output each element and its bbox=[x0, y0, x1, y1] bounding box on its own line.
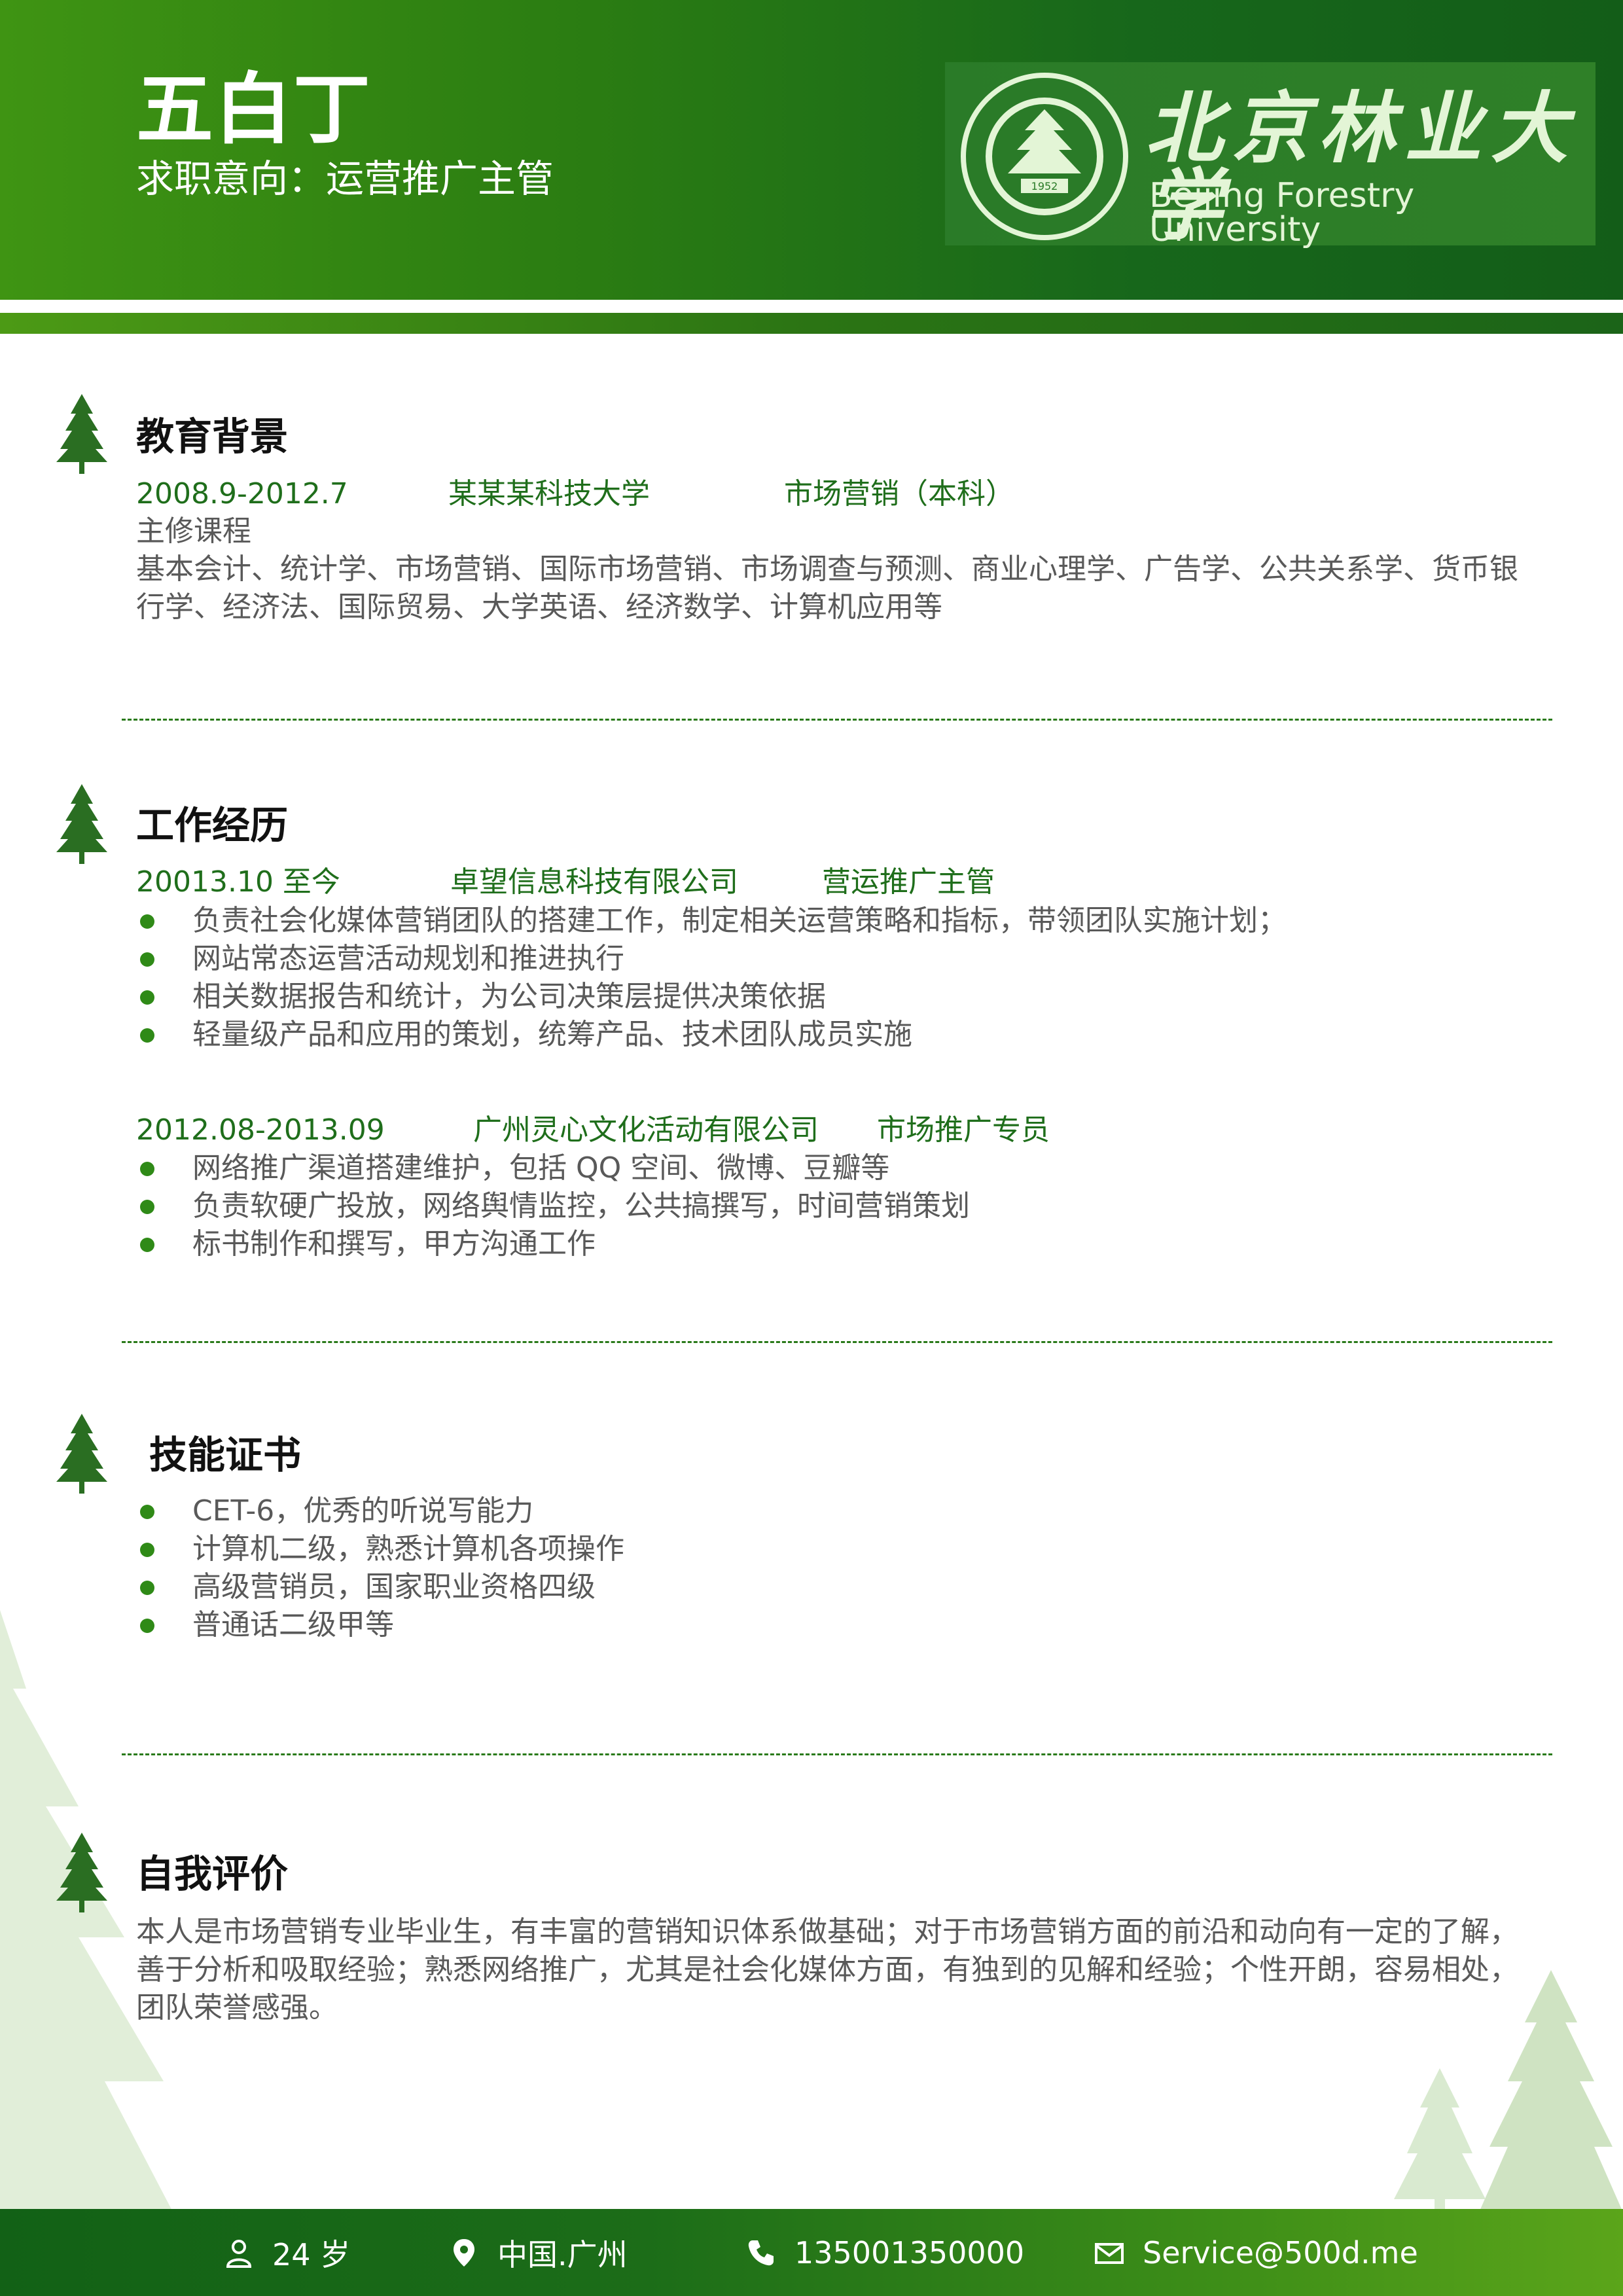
self-eval-title: 自我评价 bbox=[136, 1852, 289, 1896]
job-duties-list: 负责社会化媒体营销团队的搭建工作，制定相关运营策略和指标，带领团队实施计划； 网… bbox=[137, 902, 1287, 1054]
background-pine-tree-icon bbox=[0, 1610, 183, 2232]
contact-phone: 135001350000 bbox=[746, 2209, 1024, 2296]
job-company: 卓望信息科技有限公司 bbox=[450, 865, 738, 899]
work-title: 工作经历 bbox=[136, 803, 289, 848]
job-position: 市场推广专员 bbox=[877, 1113, 1050, 1147]
email-text[interactable]: Service@500d.me bbox=[1143, 2234, 1418, 2270]
background-pine-trees-icon bbox=[1394, 1970, 1623, 2245]
section-divider bbox=[122, 719, 1552, 721]
job-intent: 求职意向：运营推广主管 bbox=[136, 156, 554, 201]
self-eval-line-2: 善于分析和吸取经验；熟悉网络推广，尤其是社会化媒体方面，有独到的见解和经验；个性… bbox=[136, 1953, 1518, 1986]
pine-tree-icon bbox=[56, 1833, 107, 1912]
university-logo: 1952 北京林业大学 Beijing Forestry University bbox=[945, 62, 1596, 251]
skills-list: CET-6，优秀的听说写能力 计算机二级，熟悉计算机各项操作 高级营销员，国家职… bbox=[137, 1492, 624, 1644]
courses-line-1: 基本会计、统计学、市场营销、国际市场营销、市场调查与预测、商业心理学、广告学、公… bbox=[136, 552, 1518, 586]
self-eval-line-1: 本人是市场营销专业毕业生，有丰富的营销知识体系做基础；对于市场营销方面的前沿和动… bbox=[136, 1915, 1518, 1948]
list-item: 高级营销员，国家职业资格四级 bbox=[137, 1568, 624, 1606]
contact-location: 中国.广州 bbox=[449, 2209, 628, 2296]
list-item: 网站常态运营活动规划和推进执行 bbox=[137, 940, 1287, 978]
education-school: 某某某科技大学 bbox=[448, 477, 650, 511]
list-item: CET-6，优秀的听说写能力 bbox=[137, 1492, 624, 1530]
job-period: 2012.08-2013.09 bbox=[136, 1113, 385, 1147]
skills-title: 技能证书 bbox=[149, 1433, 302, 1477]
email-icon bbox=[1095, 2242, 1124, 2264]
education-title: 教育背景 bbox=[136, 414, 289, 459]
contact-email[interactable]: Service@500d.me bbox=[1094, 2209, 1418, 2296]
phone-icon bbox=[748, 2240, 774, 2265]
user-icon bbox=[226, 2239, 252, 2268]
job-period: 20013.10 至今 bbox=[136, 865, 340, 899]
header-divider-bar bbox=[0, 313, 1623, 334]
courses-line-2: 行学、经济法、国际贸易、大学英语、经济数学、计算机应用等 bbox=[136, 590, 942, 624]
list-item: 负责社会化媒体营销团队的搭建工作，制定相关运营策略和指标，带领团队实施计划； bbox=[137, 902, 1287, 940]
list-item: 网络推广渠道搭建维护，包括 QQ 空间、微博、豆瓣等 bbox=[137, 1149, 970, 1187]
list-item: 相关数据报告和统计，为公司决策层提供决策依据 bbox=[137, 978, 1287, 1016]
list-item: 标书制作和撰写，甲方沟通工作 bbox=[137, 1225, 970, 1263]
candidate-name: 五白丁 bbox=[136, 64, 372, 154]
section-divider bbox=[122, 1341, 1552, 1343]
list-item: 负责软硬广投放，网络舆情监控，公共搞撰写，时间营销策划 bbox=[137, 1187, 970, 1225]
job-duties-list: 网络推广渠道搭建维护，包括 QQ 空间、微博、豆瓣等 负责软硬广投放，网络舆情监… bbox=[137, 1149, 970, 1263]
list-item: 普通话二级甲等 bbox=[137, 1606, 624, 1644]
location-text: 中国.广州 bbox=[497, 2236, 628, 2272]
phone-text: 135001350000 bbox=[794, 2234, 1025, 2270]
university-name-en: Beijing Forestry University bbox=[1149, 176, 1415, 249]
contact-age: 24 岁 bbox=[224, 2209, 350, 2296]
job-position: 营运推广主管 bbox=[822, 865, 995, 899]
education-major: 市场营销（本科） bbox=[784, 477, 1014, 511]
list-item: 计算机二级，熟悉计算机各项操作 bbox=[137, 1530, 624, 1568]
self-eval-line-3: 团队荣誉感强。 bbox=[136, 1991, 338, 2024]
university-name-cn: 北京林业大学 bbox=[1145, 82, 1578, 251]
pine-tree-icon bbox=[56, 394, 107, 474]
header-banner: 五白丁 求职意向：运营推广主管 1952 北京林业大学 Beijing Fore… bbox=[0, 0, 1623, 300]
pine-tree-icon bbox=[56, 784, 107, 864]
section-divider bbox=[122, 1753, 1552, 1755]
job-company: 广州灵心文化活动有限公司 bbox=[473, 1113, 819, 1147]
education-period: 2008.9-2012.7 bbox=[136, 477, 348, 511]
contact-footer: 24 岁 中国.广州 135001350000 Service@500d.me bbox=[0, 2209, 1623, 2296]
list-item: 轻量级产品和应用的策划，统筹产品、技术团队成员实施 bbox=[137, 1016, 1287, 1054]
courses-label: 主修课程 bbox=[136, 514, 251, 548]
svg-text:1952: 1952 bbox=[1031, 180, 1058, 192]
university-seal-icon: 1952 bbox=[961, 73, 1128, 240]
age-text: 24 岁 bbox=[272, 2236, 351, 2272]
pine-tree-icon bbox=[56, 1414, 107, 1494]
location-pin-icon bbox=[454, 2238, 474, 2267]
